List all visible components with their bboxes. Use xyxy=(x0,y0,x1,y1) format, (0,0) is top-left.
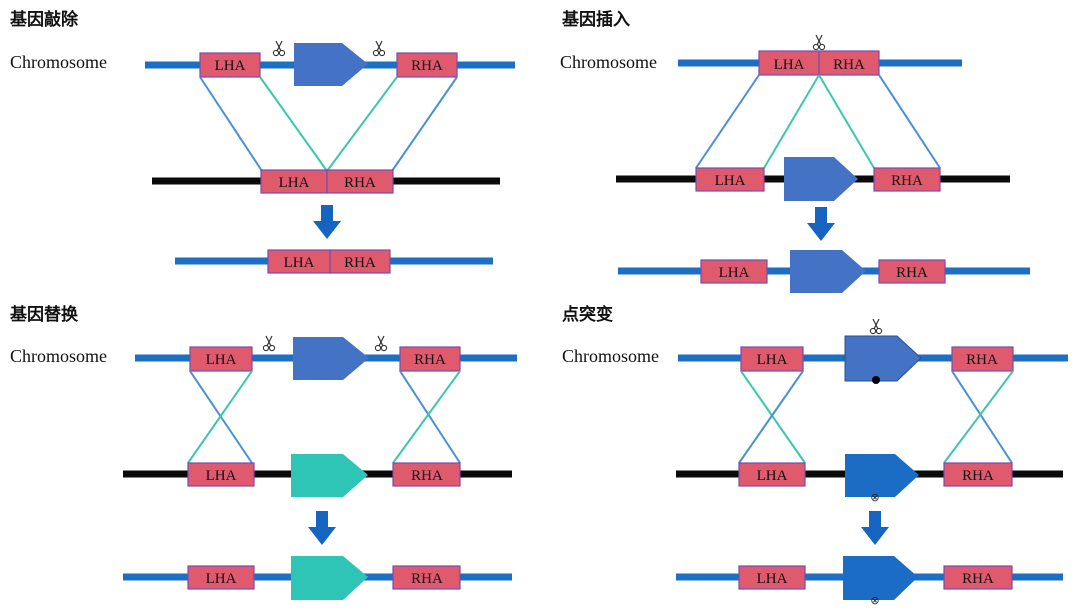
panel-title: 点突变 xyxy=(562,304,613,325)
recombination-line xyxy=(878,74,941,169)
right-homology-arm-label: RHA xyxy=(411,58,443,74)
left-homology-arm xyxy=(199,52,261,78)
scissors-icon xyxy=(262,335,276,352)
right-homology-arm-label: RHA xyxy=(966,352,998,368)
down-arrow xyxy=(313,205,341,239)
down-arrow xyxy=(861,511,889,545)
donor-right-arm xyxy=(943,462,1013,487)
panel-title: 基因敲除 xyxy=(9,9,79,30)
mutation-site-dot xyxy=(872,376,880,384)
replacement-gene-block xyxy=(291,556,368,600)
result-left-arm-label: LHA xyxy=(284,255,315,271)
donor-right-arm xyxy=(873,167,941,192)
scissors-icon xyxy=(272,40,286,57)
left-homology-arm-label: LHA xyxy=(774,57,805,73)
recombination-line xyxy=(763,74,820,169)
gene-block xyxy=(294,43,368,86)
panel-knockout: 基因敲除 Chromosome LHA RHA LHA RHA LHA RHA xyxy=(9,9,515,274)
donor-right-arm-label: RHA xyxy=(962,468,994,484)
down-arrow xyxy=(308,511,336,545)
gene-block xyxy=(784,157,858,201)
donor-right-arm xyxy=(392,462,461,487)
mutant-gene-block xyxy=(845,454,919,497)
recombination-line xyxy=(399,370,461,464)
left-homology-arm-label: LHA xyxy=(206,352,237,368)
result-right-arm-label: RHA xyxy=(896,265,928,281)
result-right-arm-label: RHA xyxy=(411,571,443,587)
mutation-mark-icon: ⊗ xyxy=(870,594,879,607)
chromosome-label: Chromosome xyxy=(10,346,107,366)
right-homology-arm xyxy=(951,346,1014,372)
donor-left-arm xyxy=(738,462,806,487)
right-homology-arm xyxy=(396,52,458,78)
result-right-arm xyxy=(329,249,391,274)
gene-block xyxy=(293,337,369,380)
chromosome-label: Chromosome xyxy=(560,52,657,72)
donor-left-arm-label: LHA xyxy=(279,175,310,191)
scissors-icon xyxy=(812,34,826,51)
panel-point-mutation: 点突变 Chromosome LHA RHA ⊗ LHA RHA ⊗ LHA R… xyxy=(562,304,1068,607)
mutation-mark-icon: ⊗ xyxy=(870,491,879,504)
donor-right-arm xyxy=(326,169,394,194)
recombination-line xyxy=(199,76,263,172)
recombination-line xyxy=(738,370,804,464)
recombination-line xyxy=(326,76,398,172)
result-left-arm xyxy=(187,565,255,590)
result-left-arm xyxy=(738,565,806,590)
panel-replacement: 基因替换 Chromosome LHA RHA LHA RHA LHA RHA xyxy=(9,304,517,600)
left-homology-arm xyxy=(189,346,253,372)
donor-left-arm-label: LHA xyxy=(757,468,788,484)
recombination-line xyxy=(259,76,328,172)
recombination-line xyxy=(818,74,875,169)
replacement-gene-block xyxy=(291,454,368,497)
result-right-arm xyxy=(878,259,946,284)
recombination-line xyxy=(740,370,806,464)
right-homology-arm-label: RHA xyxy=(833,57,865,73)
recombination-line xyxy=(943,370,1014,464)
donor-left-arm xyxy=(187,462,255,487)
donor-left-arm-label: LHA xyxy=(206,468,237,484)
gene-block xyxy=(790,250,866,293)
result-left-arm-label: LHA xyxy=(719,265,750,281)
donor-right-arm-label: RHA xyxy=(891,173,923,189)
chromosome-label: Chromosome xyxy=(10,52,107,72)
result-left-arm-label: LHA xyxy=(757,571,788,587)
recombination-line xyxy=(951,370,1013,464)
result-right-arm xyxy=(392,565,461,590)
recombination-line xyxy=(392,370,461,464)
left-homology-arm-label: LHA xyxy=(757,352,788,368)
scissors-icon xyxy=(372,40,386,57)
left-homology-arm xyxy=(740,346,804,372)
donor-left-arm xyxy=(695,167,765,192)
result-left-arm xyxy=(700,259,768,284)
scissors-icon xyxy=(374,335,388,352)
right-homology-arm xyxy=(399,346,461,372)
donor-left-arm-label: LHA xyxy=(715,173,746,189)
result-right-arm-label: RHA xyxy=(962,571,994,587)
panel-title: 基因插入 xyxy=(561,9,630,30)
result-right-arm-label: RHA xyxy=(344,255,376,271)
panel-title: 基因替换 xyxy=(9,304,79,325)
down-arrow xyxy=(807,207,835,241)
mutant-gene-block xyxy=(843,556,918,600)
recombination-line xyxy=(187,370,253,464)
left-homology-arm xyxy=(758,50,820,76)
left-homology-arm-label: LHA xyxy=(215,58,246,74)
scissors-icon xyxy=(869,318,883,335)
right-homology-arm-label: RHA xyxy=(414,352,446,368)
gene-block xyxy=(844,335,922,382)
chromosome-label: Chromosome xyxy=(562,346,659,366)
result-left-arm-label: LHA xyxy=(206,571,237,587)
recombination-line xyxy=(695,74,760,169)
result-right-arm xyxy=(943,565,1013,590)
right-homology-arm xyxy=(818,50,880,76)
recombination-line xyxy=(391,76,458,172)
donor-right-arm-label: RHA xyxy=(411,468,443,484)
panel-insertion: 基因插入 Chromosome LHA RHA LHA RHA LHA RHA xyxy=(560,9,1030,293)
donor-right-arm-label: RHA xyxy=(344,175,376,191)
